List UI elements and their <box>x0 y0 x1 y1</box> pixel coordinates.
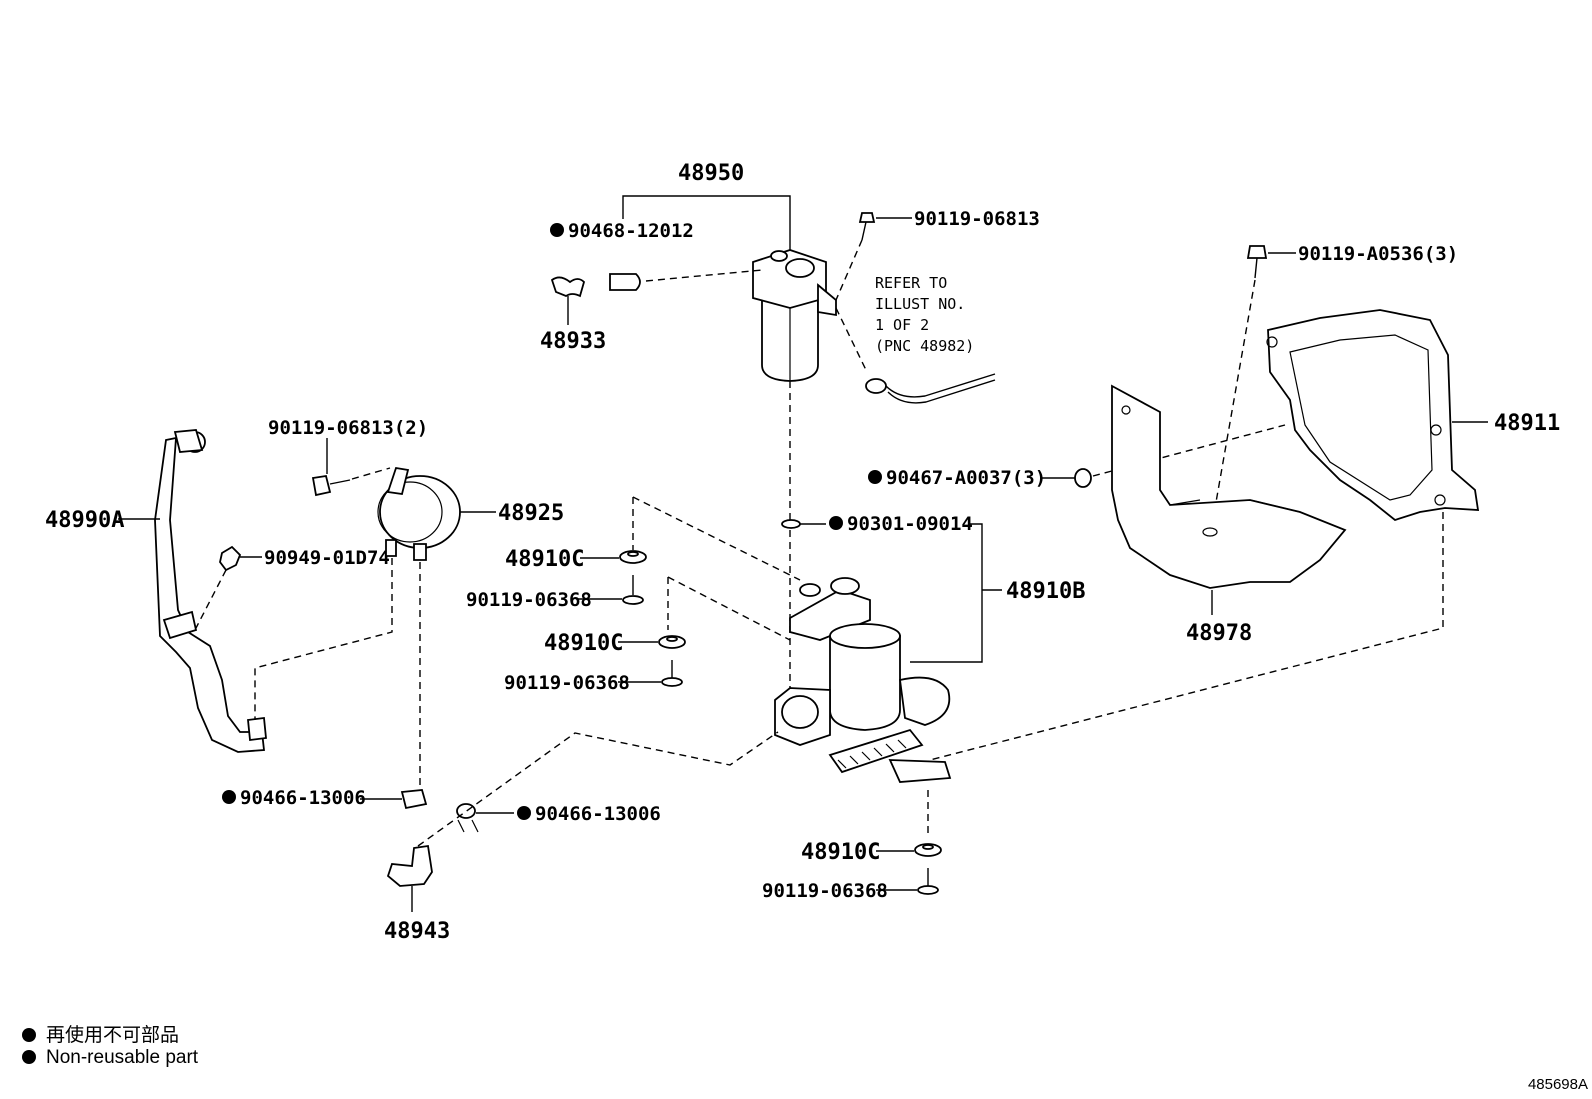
legend-text-english: Non-reusable part <box>46 1047 199 1068</box>
bolt-90119-A0536 <box>1246 245 1296 279</box>
filter-assembly-48950 <box>752 249 837 382</box>
pump-assembly-48910B <box>774 577 952 783</box>
sensor-pipe <box>865 373 996 404</box>
label-90119-06368-1: 90119-06368 <box>466 589 592 611</box>
clip-48933 <box>550 276 586 298</box>
bolt-90119-06368-3 <box>917 868 939 895</box>
legend-line-english: Non-reusable part <box>22 1047 198 1069</box>
label-90466-13006-left: 90466-13006 <box>240 787 366 809</box>
label-90301-09014: 90301-09014 <box>847 513 973 535</box>
illustration-id: 485698A <box>1527 1076 1588 1093</box>
clamp-90466-13006-left <box>400 789 428 810</box>
refer-note-line2: ILLUST NO. <box>875 295 965 313</box>
legend-text-japanese: 再使用不可部品 <box>46 1025 180 1046</box>
label-90119-06368-3: 90119-06368 <box>762 880 888 902</box>
label-48990A: 48990A <box>45 508 124 533</box>
label-90119-06368-2: 90119-06368 <box>504 672 630 694</box>
canister-48925 <box>377 466 461 561</box>
clamp-90466-13006-right <box>456 803 479 833</box>
hose-90468-12012 <box>550 223 641 291</box>
tray-48978 <box>1111 384 1347 589</box>
nut-90467-A0037 <box>1074 468 1092 488</box>
bolt-90119-06368-1 <box>622 575 644 605</box>
label-90119-06813-2: 90119-06813(2) <box>268 417 428 439</box>
hose-48990A <box>154 429 267 753</box>
bolt-90119-06368-2 <box>661 660 683 687</box>
refer-note-line4: (PNC 48982) <box>875 337 974 355</box>
bracket-48911 <box>1266 309 1480 522</box>
hose-48943 <box>386 844 433 887</box>
label-90119-A0536: 90119-A0536(3) <box>1298 243 1458 265</box>
legend-line-japanese: 再使用不可部品 <box>22 1020 179 1047</box>
label-48911: 48911 <box>1494 411 1560 436</box>
grommet-48910C-2 <box>658 635 686 649</box>
label-48943: 48943 <box>384 919 450 944</box>
label-48910C-2: 48910C <box>544 631 623 656</box>
label-48950: 48950 <box>678 161 744 186</box>
label-48910C-3: 48910C <box>801 840 880 865</box>
label-90467-A0037: 90467-A0037(3) <box>886 467 1046 489</box>
refer-note-line3: 1 OF 2 <box>875 316 929 334</box>
bolt-90119-06813-top <box>858 212 912 241</box>
o-ring-90301-09014 <box>781 519 801 529</box>
label-48933: 48933 <box>540 329 606 354</box>
refer-note-line1: REFER TO <box>875 274 947 292</box>
grommet-48910C-1 <box>619 550 647 564</box>
label-90949-01D74: 90949-01D74 <box>264 547 390 569</box>
label-90468-12012: 90468-12012 <box>568 220 694 242</box>
label-90119-06813-top: 90119-06813 <box>914 208 1040 230</box>
bolt-90119-06813-2 <box>311 474 351 497</box>
label-48978: 48978 <box>1186 621 1252 646</box>
non-reusable-bullet-icon <box>22 1028 36 1042</box>
grommet-48910C-3 <box>914 843 942 857</box>
clip-90949-01D74 <box>219 545 242 572</box>
label-48910C-1: 48910C <box>505 547 584 572</box>
label-48925: 48925 <box>498 501 564 526</box>
non-reusable-bullet-icon <box>22 1050 36 1064</box>
label-90466-13006-right: 90466-13006 <box>535 803 661 825</box>
label-48910B: 48910B <box>1006 579 1085 604</box>
